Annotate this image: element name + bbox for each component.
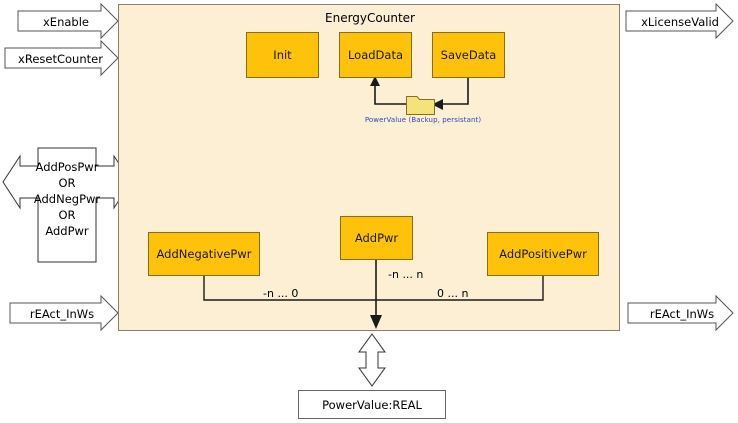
range-label-positive: 0 ... n — [437, 287, 469, 300]
action-add-negative-pwr-label: AddNegativePwr — [156, 246, 252, 261]
input-label-r-eact-in-ws: rEAct_InWs — [29, 307, 95, 321]
action-load-data[interactable]: LoadData — [339, 32, 412, 78]
folder-icon[interactable] — [406, 94, 435, 115]
method-group-line-1: AddPosPwr — [35, 160, 99, 174]
action-add-positive-pwr-label: AddPositivePwr — [499, 246, 587, 261]
action-save-data[interactable]: SaveData — [432, 32, 505, 78]
action-init-label: Init — [273, 47, 292, 62]
range-label-negative: -n ... 0 — [263, 287, 299, 300]
page-title: EnergyCounter — [325, 11, 415, 25]
action-add-negative-pwr[interactable]: AddNegativePwr — [148, 232, 260, 276]
output-label-r-eact-in-ws: rEAct_InWs — [649, 307, 715, 321]
input-label-x-enable: xEnable — [43, 15, 89, 29]
range-label-full: -n ... n — [388, 268, 424, 281]
method-group-line-3: AddPwr — [45, 224, 89, 238]
action-add-pwr-label: AddPwr — [354, 230, 399, 245]
action-add-pwr[interactable]: AddPwr — [340, 216, 413, 260]
output-variable-box[interactable]: PowerValue:REAL — [298, 390, 446, 419]
action-load-data-label: LoadData — [347, 47, 404, 62]
action-add-positive-pwr[interactable]: AddPositivePwr — [487, 232, 599, 276]
output-label-x-license-valid: xLicenseValid — [641, 15, 719, 29]
persistence-caption: PowerValue (Backup, persistant) — [364, 116, 482, 124]
method-group-op-1: OR — [58, 176, 76, 190]
power-value-connector-arrow-shape — [358, 333, 386, 387]
method-group-op-2: OR — [58, 208, 76, 222]
input-label-x-reset-counter: xResetCounter — [18, 52, 103, 66]
method-group-line-2: AddNegPwr — [33, 192, 101, 206]
method-group-arrow-label: AddPosPwr OR AddNegPwr OR AddPwr — [20, 159, 114, 239]
output-variable-label: PowerValue:REAL — [322, 397, 422, 412]
action-init[interactable]: Init — [246, 32, 319, 78]
action-save-data-label: SaveData — [440, 47, 497, 62]
